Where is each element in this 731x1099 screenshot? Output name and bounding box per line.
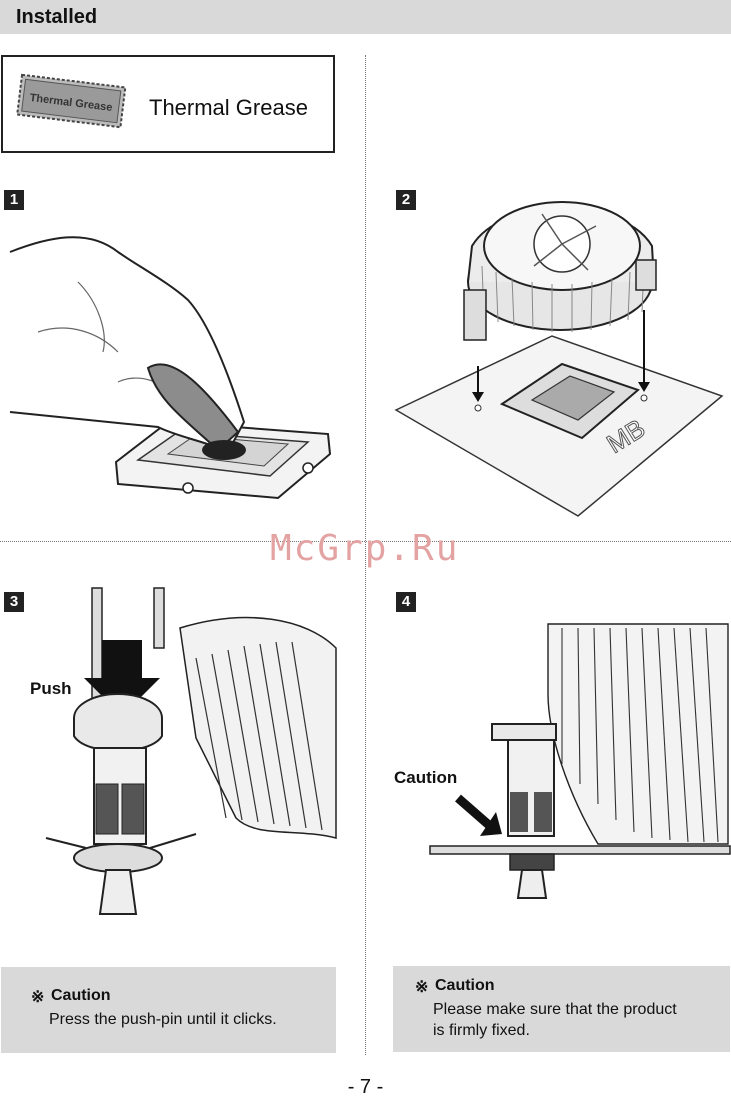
step-2-illustration: MB <box>392 186 728 522</box>
caution-text-left: Press the push-pin until it clicks. <box>49 1009 277 1030</box>
caution-symbol-left: ※ <box>31 987 44 1007</box>
caution-callout: Caution <box>394 768 457 788</box>
caution-symbol-right: ※ <box>415 977 428 997</box>
push-callout: Push <box>30 679 72 699</box>
section-header: Installed <box>0 0 731 34</box>
step-3-illustration <box>26 588 338 928</box>
caution-title-left: Caution <box>51 987 111 1005</box>
step-1-illustration <box>8 222 338 522</box>
caution-box-right: ※ Caution Please make sure that the prod… <box>393 966 730 1052</box>
watermark: McGrp.Ru <box>270 528 459 569</box>
step-1-badge: 1 <box>4 190 24 210</box>
caution-box-left: ※ Caution Press the push-pin until it cl… <box>1 967 336 1053</box>
step-4-badge: 4 <box>396 592 416 612</box>
caution-title-right: Caution <box>435 977 495 995</box>
page-number: - 7 - <box>0 1076 731 1099</box>
step-3-badge: 3 <box>4 592 24 612</box>
legend-label: Thermal Grease <box>149 95 308 121</box>
thermal-grease-packet-icon: Thermal Grease <box>13 71 129 135</box>
section-title: Installed <box>16 6 97 29</box>
thermal-grease-legend: Thermal Grease Thermal Grease <box>1 55 335 153</box>
caution-text-right-2: is firmly fixed. <box>433 1020 530 1041</box>
step-4-illustration <box>428 614 730 906</box>
caution-text-right-1: Please make sure that the product <box>433 999 677 1020</box>
